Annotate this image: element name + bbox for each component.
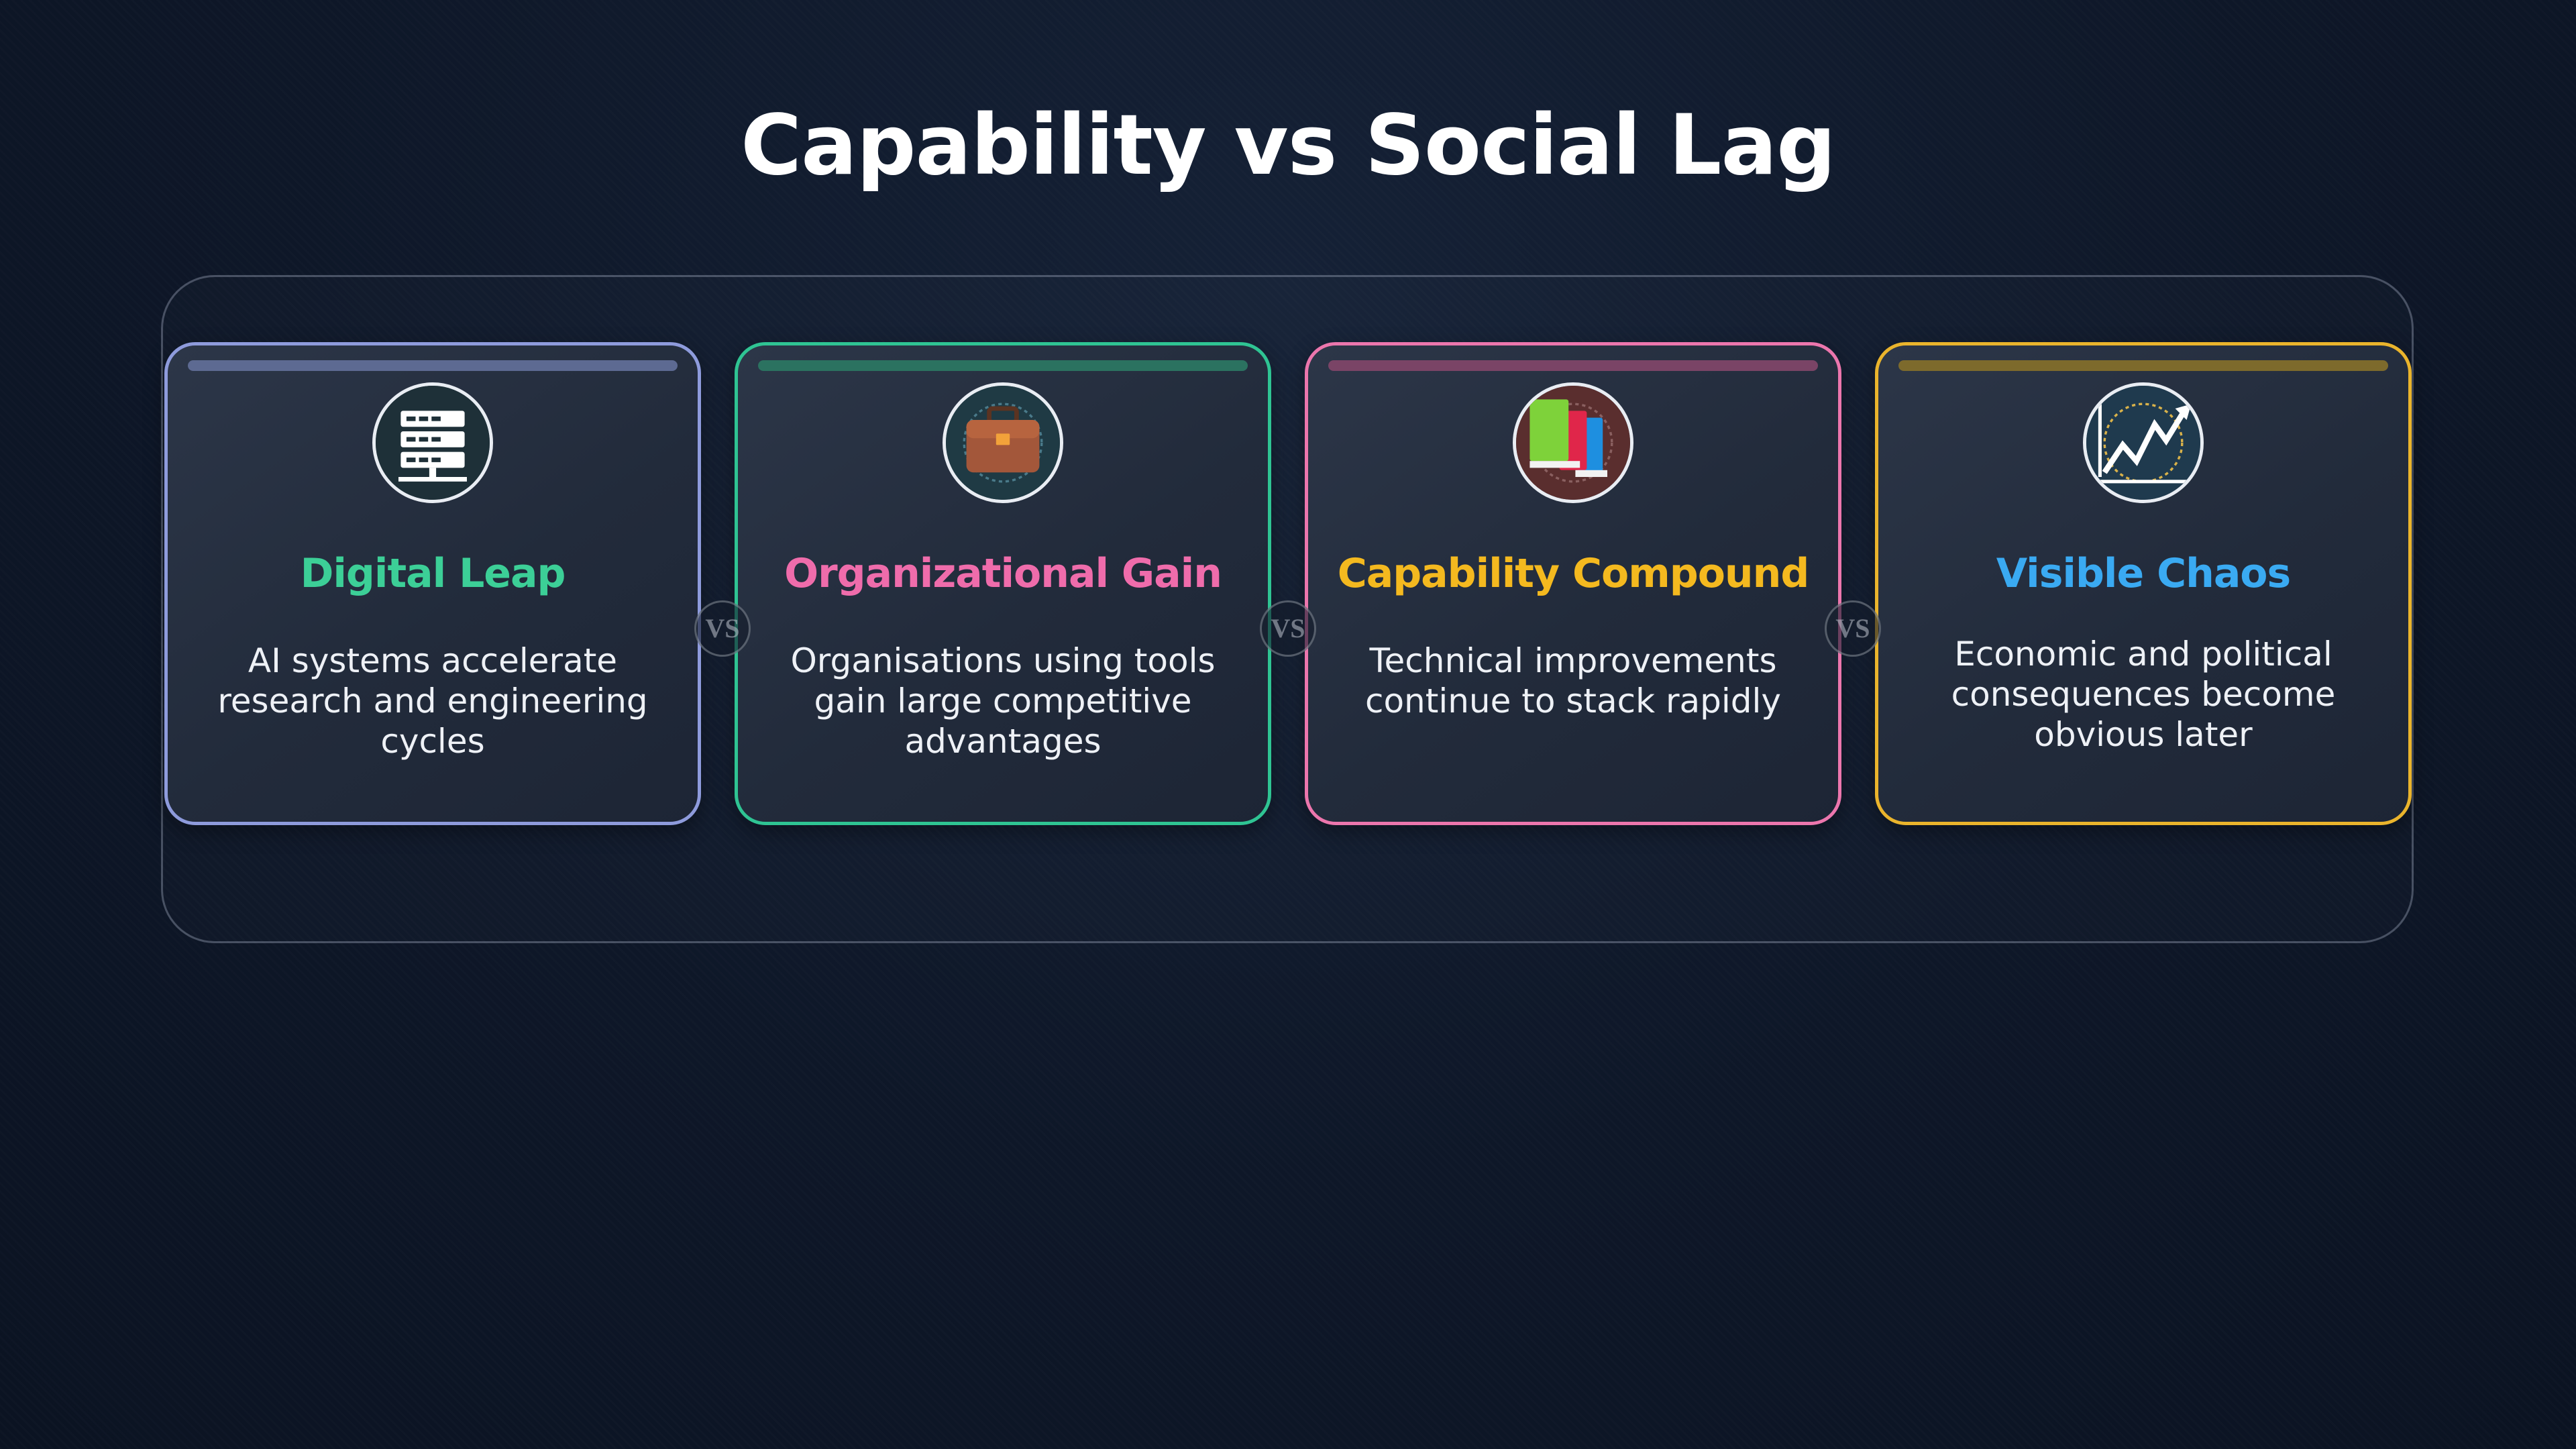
comparison-panel — [161, 275, 2414, 943]
vs-separator-2: VS — [1260, 600, 1316, 657]
card-title: Organizational Gain — [784, 550, 1222, 597]
card-accent-bar — [1898, 360, 2388, 371]
card-description: Economic and political consequences beco… — [1951, 635, 2336, 754]
server-rack-icon — [372, 382, 493, 503]
vs-separator-3: VS — [1825, 600, 1881, 657]
card-digital-leap: Digital Leap AI systems accelerate resea… — [164, 342, 701, 825]
card-organizational-gain: Organizational Gain Organisations using … — [735, 342, 1271, 825]
vs-separator-1: VS — [694, 600, 751, 657]
card-title: Capability Compound — [1337, 550, 1810, 597]
card-capability-compound: Capability Compound Technical improvemen… — [1305, 342, 1841, 825]
briefcase-icon — [943, 382, 1063, 503]
card-accent-bar — [758, 360, 1248, 371]
card-description: Technical improvements continue to stack… — [1364, 641, 1782, 720]
card-accent-bar — [188, 360, 678, 371]
card-title: Digital Leap — [300, 550, 566, 597]
card-visible-chaos: Visible Chaos Economic and political con… — [1875, 342, 2412, 825]
rising-chart-icon — [2083, 382, 2204, 503]
stacked-books-icon — [1513, 382, 1633, 503]
slide-title: Capability vs Social Lag — [741, 97, 1836, 194]
card-title: Visible Chaos — [1996, 550, 2292, 597]
card-accent-bar — [1328, 360, 1818, 371]
card-description: AI systems accelerate research and engin… — [217, 641, 648, 761]
card-description: Organisations using tools gain large com… — [790, 641, 1216, 761]
